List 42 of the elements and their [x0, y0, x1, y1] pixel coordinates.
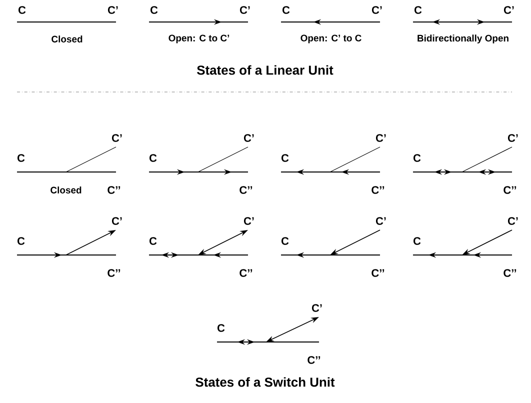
terminal-label: C [414, 237, 421, 245]
terminal-label: C [282, 237, 289, 245]
terminal-label: C [282, 154, 289, 162]
terminal-label: C’ [244, 134, 254, 142]
terminal-label: C’’ [108, 186, 120, 194]
terminal-label: C [150, 6, 158, 14]
terminal-label: C’ [504, 6, 514, 14]
state-caption: Closed [52, 36, 82, 42]
terminal-label: C’ [112, 134, 122, 142]
terminal-label: C [282, 6, 290, 14]
terminal-label: C’ [112, 217, 122, 225]
terminal-label: C’’ [308, 356, 320, 364]
terminal-label: C [414, 6, 422, 14]
terminal-label: C’ [108, 6, 118, 14]
terminal-label: C [150, 237, 157, 245]
terminal-label: C’’ [504, 269, 516, 277]
terminal-label: C [150, 154, 157, 162]
terminal-label: C [18, 154, 25, 162]
terminal-label: C [218, 324, 225, 332]
terminal-label: C’’ [240, 269, 252, 277]
terminal-label: C’’ [504, 186, 516, 194]
terminal-label: C’ [312, 304, 322, 312]
state-caption: Open: C’ to C [300, 34, 362, 44]
terminal-label: C’’ [108, 269, 120, 277]
terminal-label: C’’ [372, 186, 384, 194]
section-heading: States of a Linear Unit [197, 65, 334, 75]
terminal-label: C’’ [372, 269, 384, 277]
terminal-label: C’ [508, 217, 518, 225]
terminal-label: C [18, 6, 26, 14]
state-caption: Open: C to C’ [168, 34, 230, 44]
terminal-label: C’ [244, 217, 254, 225]
terminal-label: C’ [376, 217, 386, 225]
terminal-label: C’ [372, 6, 382, 14]
terminal-label: C’’ [240, 186, 252, 194]
terminal-label: C’ [376, 134, 386, 142]
terminal-label: C’ [508, 134, 518, 142]
terminal-label: C’ [240, 6, 250, 14]
state-caption: Closed [50, 186, 82, 194]
state-caption: Bidirectionally Open [418, 34, 508, 44]
section-heading: States of a Switch Unit [196, 377, 335, 387]
terminal-label: C [18, 237, 25, 245]
terminal-label: C [414, 154, 421, 162]
